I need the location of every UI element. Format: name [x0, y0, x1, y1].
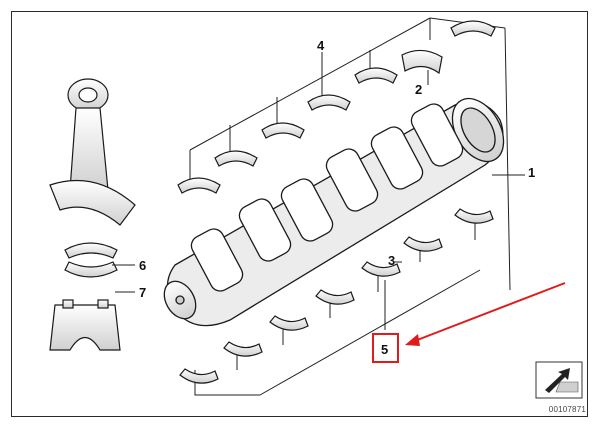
highlight-box — [372, 333, 399, 363]
bearing-shell — [315, 289, 355, 305]
bearing-shell — [307, 94, 351, 111]
bearing-shell — [223, 341, 263, 357]
callout-6: 6 — [139, 258, 146, 273]
conrod-bearing-shells — [64, 242, 118, 278]
callout-4: 4 — [317, 38, 325, 53]
thrust-bearing-shell — [401, 49, 443, 75]
bearing-shell — [179, 368, 219, 384]
upper-bearing-leaders — [189, 17, 511, 291]
parts-catalog-logo-icon — [535, 361, 583, 399]
crankshaft — [163, 97, 505, 327]
callout-2: 2 — [415, 82, 422, 97]
callout-1: 1 — [528, 165, 535, 180]
bearing-shell — [177, 177, 221, 194]
bearing-shell — [269, 315, 309, 331]
callout-3: 3 — [388, 253, 395, 268]
bearing-shell — [403, 236, 443, 252]
callout-7: 7 — [139, 285, 146, 300]
small-leaders — [112, 70, 525, 293]
bearing-shell — [361, 261, 401, 277]
bearing-shell — [454, 208, 494, 224]
bearing-shell — [261, 122, 305, 139]
bearing-cap — [49, 299, 121, 351]
bearing-shell — [354, 67, 398, 84]
upper-bearing-shells — [177, 20, 496, 194]
bearing-shell — [450, 20, 496, 37]
diagram-id: 00107871 — [548, 405, 586, 414]
callout-5: 5 — [381, 342, 388, 357]
bearing-shell — [214, 150, 258, 167]
callout-labels: 1 2 3 4 5 6 7 — [139, 38, 535, 357]
red-pointer-arrow-icon — [405, 282, 566, 346]
connecting-rod — [49, 78, 136, 226]
lower-bearing-shells — [179, 208, 494, 384]
